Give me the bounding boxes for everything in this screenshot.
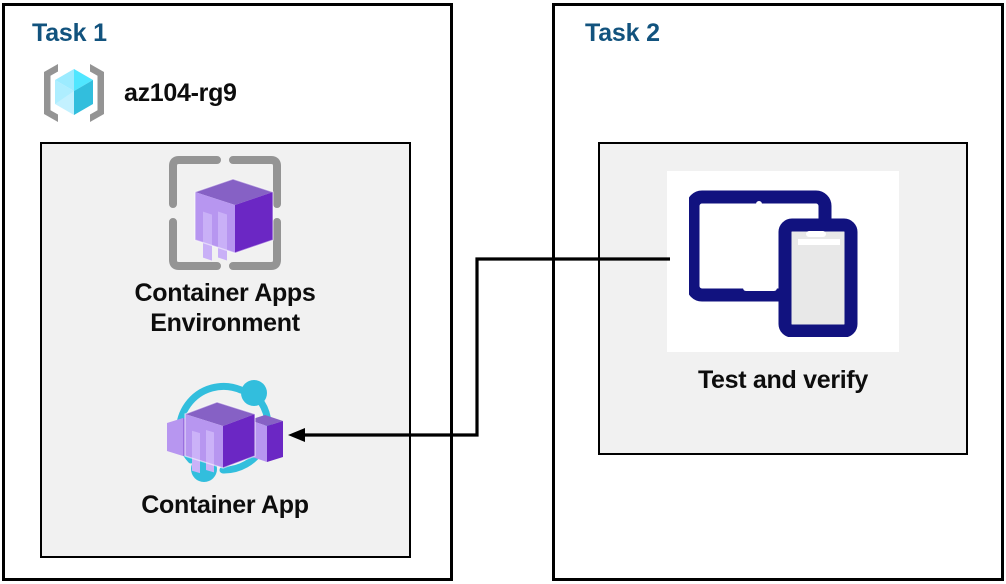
container-apps-environment-label: Container Apps Environment (134, 279, 316, 337)
test-icon-plate (667, 171, 899, 352)
container-app-icon (95, 368, 355, 486)
devices-tablet-phone-icon (689, 187, 877, 337)
node-container-apps-environment: Container Apps Environment (95, 152, 355, 338)
container-app-label: Container App (141, 491, 309, 519)
task-1-title: Task 1 (32, 19, 107, 47)
node-container-app: Container App (95, 368, 355, 520)
node-test-and-verify: Test and verify (645, 171, 921, 395)
test-and-verify-label: Test and verify (697, 366, 869, 394)
resource-group-header: az104-rg9 (38, 60, 237, 126)
azure-resource-group-icon (38, 60, 110, 126)
container-apps-environment-icon (95, 152, 355, 274)
resource-group-label: az104-rg9 (124, 78, 237, 107)
task-2-title: Task 2 (585, 19, 660, 47)
